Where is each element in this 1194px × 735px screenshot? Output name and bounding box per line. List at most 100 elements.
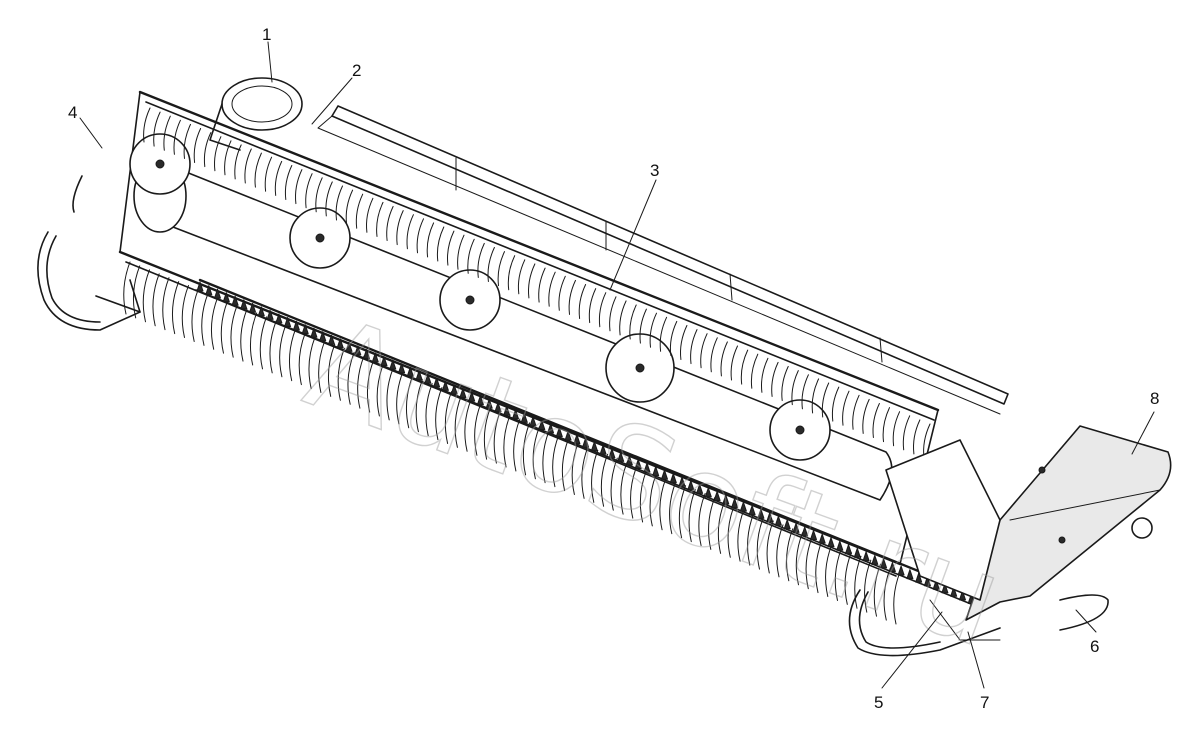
tine [355,193,364,229]
leader-3 [609,179,657,291]
knife-tooth [406,366,414,377]
knife-tooth [301,324,309,335]
tine [659,477,667,531]
tine [883,567,891,621]
tine [230,304,238,358]
leader-8 [1131,411,1155,455]
callout-3: 3 [650,161,659,180]
knife-tooth [950,586,958,597]
knife-tooth [328,334,335,345]
knife-tooth [459,388,467,398]
knife-tooth [336,338,344,349]
tine [386,206,394,241]
knife-tooth [275,313,283,324]
tine [854,555,862,609]
knife-tooth [415,370,423,381]
knife-tooth [231,295,239,306]
knife-tooth [696,483,704,494]
rear-panel [317,105,1009,415]
tine [600,453,609,507]
tine [548,271,556,307]
knife-tooth [827,537,835,548]
tine [337,347,345,401]
tine [815,540,823,594]
tine [791,370,799,406]
knife-tooth [801,526,809,537]
tine [173,119,181,155]
tine [503,414,511,468]
tine [477,242,485,278]
tine [669,320,678,356]
knife-tooth [810,530,817,540]
tine [680,325,688,360]
tine [366,197,374,233]
tine [193,128,202,163]
tine [568,279,576,315]
knife-tooth [441,380,449,391]
tine [396,371,404,425]
tine [244,148,252,184]
tine [795,532,803,586]
knife-tooth [240,299,248,310]
tine [786,528,794,582]
tine [284,165,293,200]
pickup-tines-upper [143,107,931,459]
knife-tooth [266,309,274,320]
tine [717,500,726,554]
tine [892,411,901,447]
tine [191,289,199,342]
tine [279,324,287,378]
tine [376,201,384,237]
tine [308,336,316,390]
tine [416,218,424,254]
knife-tooth [836,540,844,551]
knife-tooth [222,292,230,303]
knife-tooth [538,420,546,430]
tine [639,469,648,523]
tine [234,144,242,180]
knife-tooth [625,455,633,466]
tine [834,548,842,601]
knife-tooth [792,522,800,533]
tine [288,328,297,382]
tine [629,304,637,340]
tine [578,284,587,319]
knife-tooth [634,459,642,469]
knife-tooth [915,572,923,583]
tine [740,349,749,385]
tine [444,391,453,444]
right-end-shield [965,425,1172,621]
tine [493,410,501,464]
knife-tooth [582,437,590,448]
tine [171,281,180,335]
knife-tooth [923,576,931,587]
knife-tooth [354,345,362,356]
knife-tooth [573,434,581,445]
tine [464,398,472,452]
tine [325,181,333,217]
tine [517,259,526,295]
tine [844,551,852,605]
cutter-bar [195,278,984,608]
knife-tooth [941,583,949,594]
tine [538,267,546,303]
tine [561,438,570,492]
tine [396,210,404,246]
leader-4 [79,117,103,149]
knife-tooth [932,579,940,590]
tine [805,536,813,590]
tine [609,296,617,332]
tine [201,292,209,346]
tine [727,504,735,558]
tine [513,418,521,472]
knife-tooth [731,498,739,509]
tine [730,345,738,381]
tine [366,359,375,413]
leader-7 [967,631,985,689]
tine [766,520,774,574]
tine [831,386,840,422]
tine [249,312,258,366]
leader-2 [311,77,353,125]
tine [163,115,171,151]
